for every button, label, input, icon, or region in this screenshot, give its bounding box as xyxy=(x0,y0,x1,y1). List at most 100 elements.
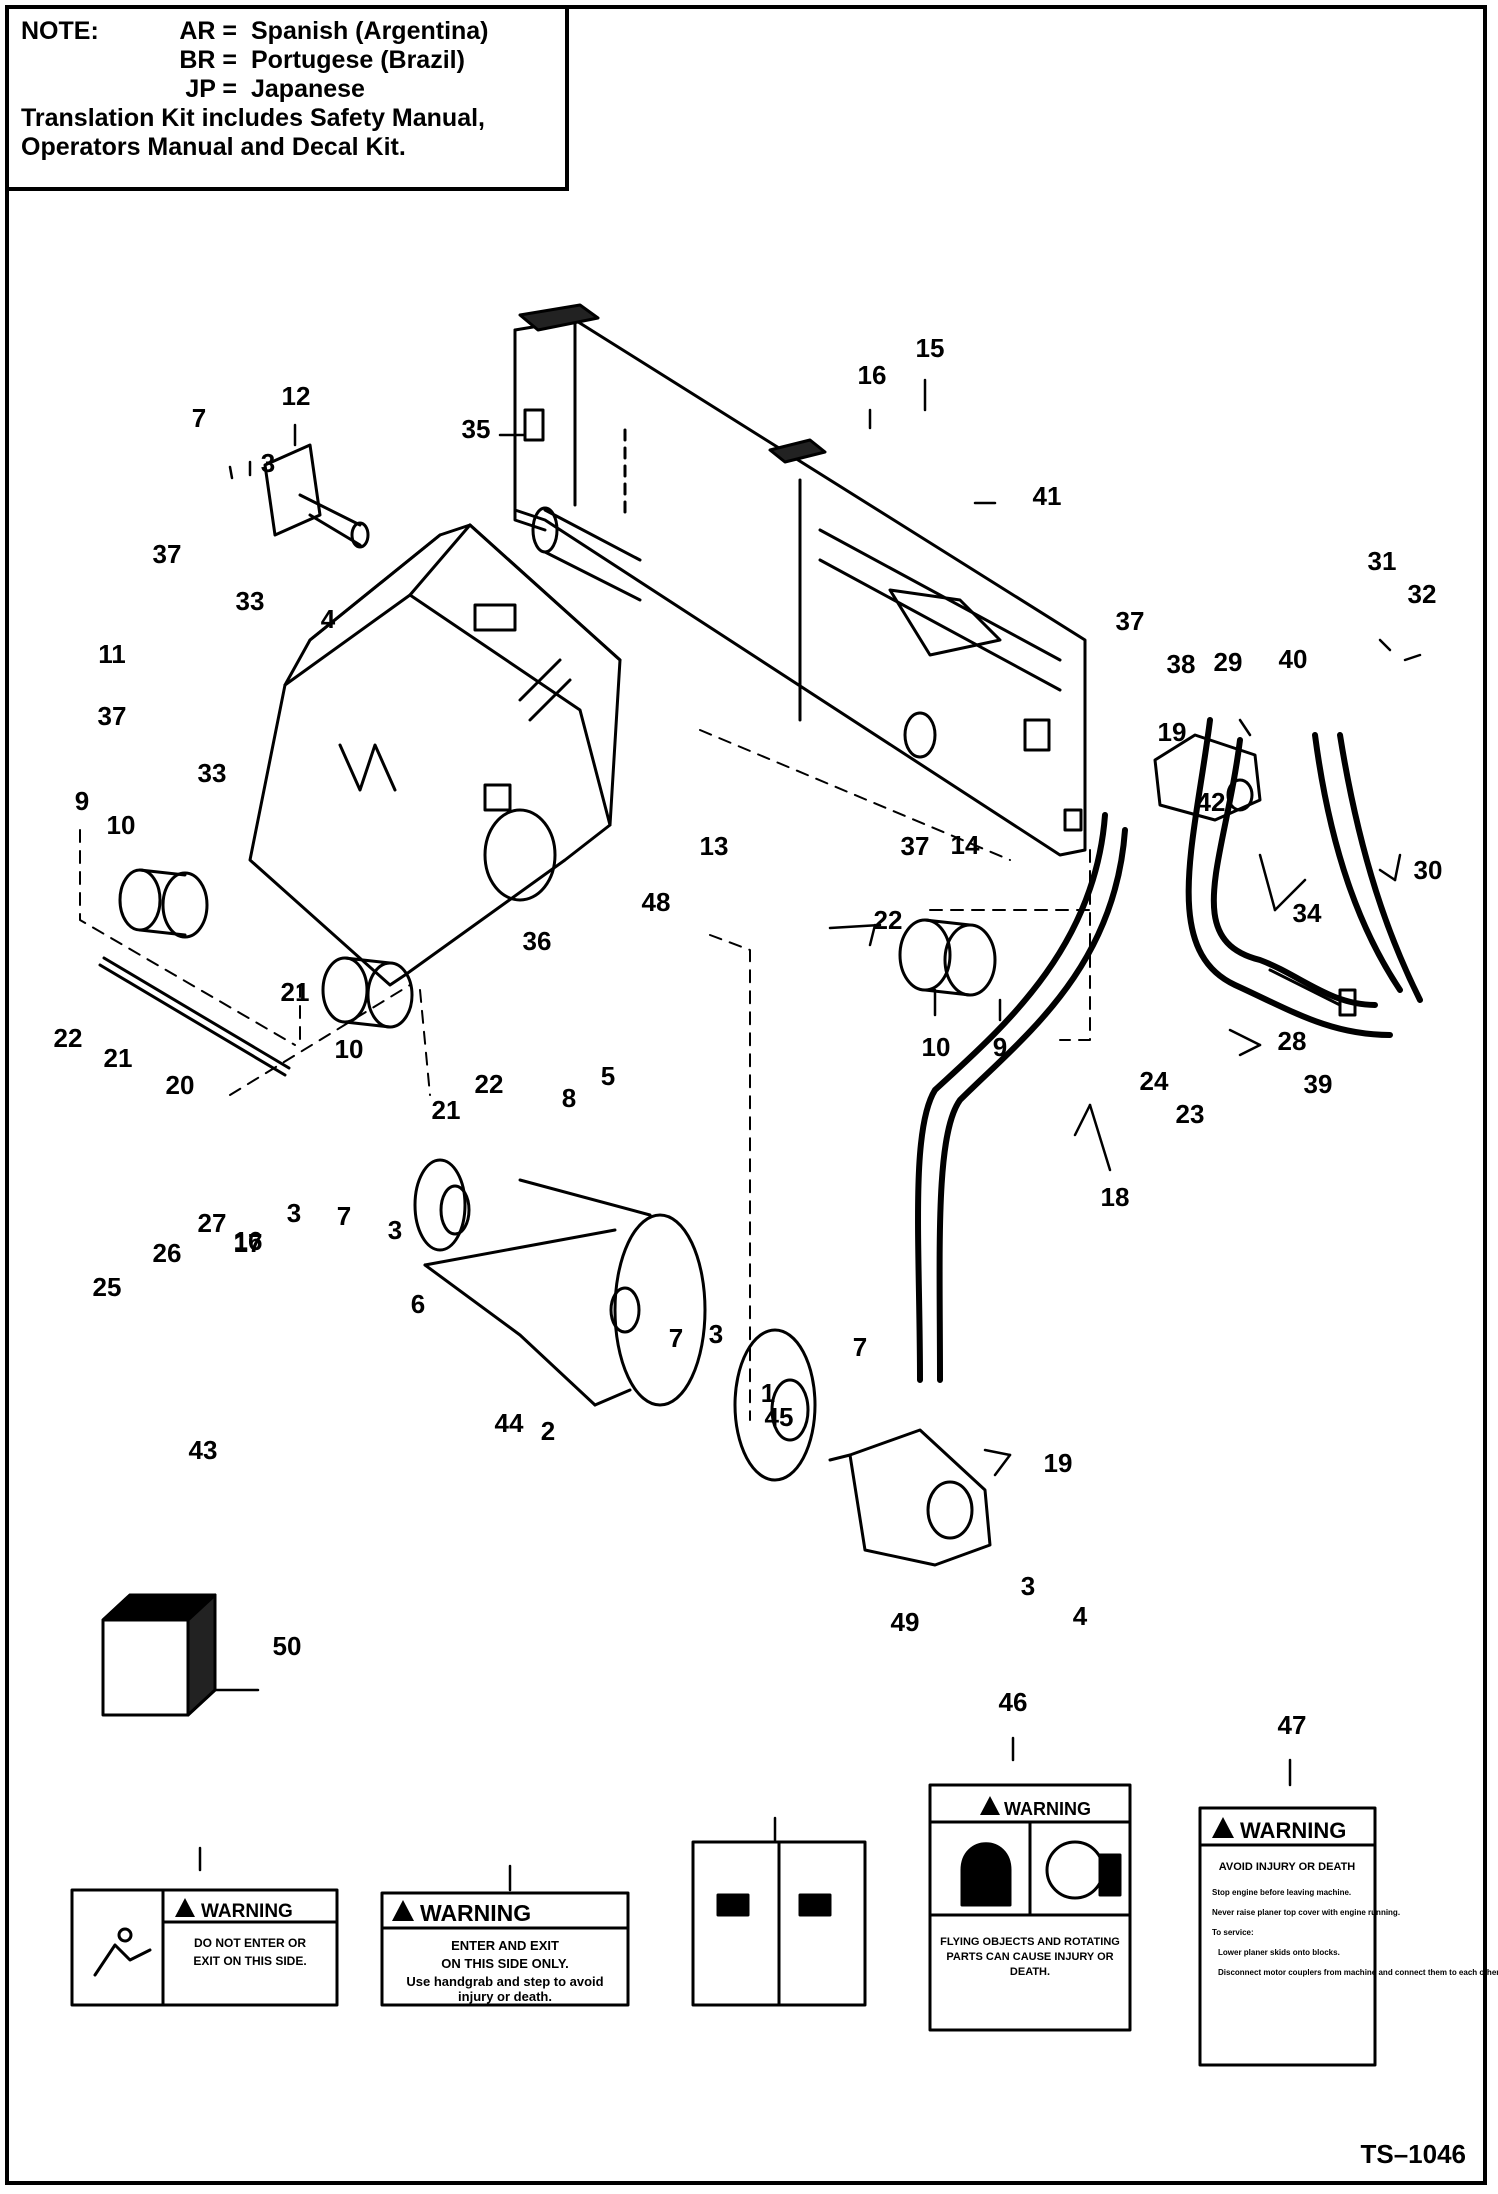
decal-44-line: injury or death. xyxy=(458,1989,552,2004)
callout-number: 26 xyxy=(153,1238,182,1268)
callout-number: 34 xyxy=(1293,898,1322,928)
callout-number: 37 xyxy=(901,831,930,861)
drawing-frame xyxy=(5,5,1487,2185)
callout-number: 19 xyxy=(1044,1448,1073,1478)
callout-number: 3 xyxy=(261,448,275,478)
decal-44-warning: WARNING xyxy=(420,1900,531,1926)
skid-rollers xyxy=(118,868,997,1029)
hydraulic-motor xyxy=(828,1428,992,1567)
note-code: AR = xyxy=(179,17,237,45)
callout-number: 4 xyxy=(321,604,336,634)
hidden-lines xyxy=(79,729,1091,1421)
callout-number: 37 xyxy=(1116,606,1145,636)
callout-number: 3 xyxy=(1021,1571,1035,1601)
note-row-jp: JP =Japanese xyxy=(21,75,553,104)
note-prefix: NOTE: xyxy=(21,17,99,45)
callout-number: 22 xyxy=(475,1069,504,1099)
callout-number: 38 xyxy=(1167,649,1196,679)
note-language: Spanish (Argentina) xyxy=(251,17,489,45)
callout-number: 47 xyxy=(1278,1710,1307,1740)
decal-46-warning: WARNING xyxy=(1004,1799,1091,1819)
callout-number: 48 xyxy=(642,887,671,917)
callout-number: 18 xyxy=(1101,1182,1130,1212)
valve-block xyxy=(1153,733,1262,822)
callout-number: 25 xyxy=(93,1272,122,1302)
callout-number: 31 xyxy=(1368,546,1397,576)
callout-number: 37 xyxy=(98,701,127,731)
callout-number: 23 xyxy=(1176,1099,1205,1129)
callout-number: 3 xyxy=(709,1319,723,1349)
callout-number: 1 xyxy=(761,1378,775,1408)
mounting-frame xyxy=(513,303,1087,857)
decal-46 xyxy=(928,1783,1132,2032)
hydraulic-hoses xyxy=(915,717,1423,1383)
note-kit-line: Operators Manual and Decal Kit. xyxy=(21,133,406,161)
decal-44-line: Use handgrab and step to avoid xyxy=(406,1974,603,1989)
decal-44-line: ENTER AND EXIT xyxy=(451,1938,559,1953)
decal-47-warning: WARNING xyxy=(1240,1818,1346,1843)
decal-46-line: FLYING OBJECTS AND ROTATING xyxy=(940,1936,1120,1948)
callout-number: 14 xyxy=(951,830,980,860)
bolt xyxy=(1268,968,1342,1007)
bearing-hub xyxy=(413,1158,467,1252)
note-row-ar: NOTE: AR = Spanish (Argentina) xyxy=(21,17,553,46)
callout-number: 16 xyxy=(858,360,887,390)
drive-hub xyxy=(733,1328,817,1482)
decal-47-step: Disconnect motor couplers from machine a… xyxy=(1218,1968,1498,1977)
callout-number: 30 xyxy=(1414,855,1443,885)
translation-note: NOTE: AR = Spanish (Argentina) BR = Portuge… xyxy=(9,9,569,191)
decal-47-bullet: To service: xyxy=(1212,1928,1254,1937)
callout-number: 49 xyxy=(891,1607,920,1637)
callout-number: 29 xyxy=(1214,647,1243,677)
callout-number: 10 xyxy=(107,810,136,840)
callout-number: 50 xyxy=(273,1631,302,1661)
note-kit-line: Translation Kit includes Safety Manual, xyxy=(21,104,485,132)
note-code: JP = xyxy=(185,75,237,103)
callout-number: 7 xyxy=(337,1201,351,1231)
callout-number: 7 xyxy=(192,403,206,433)
callout-number: 35 xyxy=(462,414,491,444)
decal-44 xyxy=(380,1891,630,2007)
callout-number: 8 xyxy=(562,1083,576,1113)
callout-number: 13 xyxy=(700,831,729,861)
callout-number: 15 xyxy=(916,333,945,363)
callout-number: 9 xyxy=(993,1032,1007,1062)
callout-number: 43 xyxy=(189,1435,218,1465)
roller-shaft xyxy=(98,963,287,1077)
callout-number: 32 xyxy=(1408,579,1437,609)
callout-number: 7 xyxy=(853,1332,867,1362)
callout-number: 17 xyxy=(234,1228,263,1258)
decal-47-bullet: Stop engine before leaving machine. xyxy=(1212,1888,1351,1897)
callout-number: 5 xyxy=(601,1061,615,1091)
drawing-id: TS–1046 xyxy=(1360,2139,1466,2169)
note-code: BR = xyxy=(179,46,237,74)
decal-43-warning: WARNING xyxy=(201,1901,293,1922)
callout-number: 11 xyxy=(98,639,126,669)
callout-number: 2 xyxy=(541,1416,555,1446)
callout-number: 40 xyxy=(1279,644,1308,674)
callout-number: 3 xyxy=(287,1198,301,1228)
callout-number: 46 xyxy=(999,1687,1028,1717)
callout-number: 16 xyxy=(234,1226,263,1256)
note-language: Portugese (Brazil) xyxy=(251,46,465,74)
callout-number: 24 xyxy=(1140,1066,1169,1096)
cutter-drum xyxy=(423,1178,707,1407)
callout-number: 44 xyxy=(495,1408,524,1438)
note-row-br: BR = Portugese (Brazil) xyxy=(21,46,553,75)
callout-number: 45 xyxy=(765,1402,794,1432)
callout-number: 33 xyxy=(236,586,265,616)
callout-number: 9 xyxy=(75,786,89,816)
decal-43-line: EXIT ON THIS SIDE. xyxy=(193,1954,306,1968)
callout-number: 22 xyxy=(874,905,903,935)
decal-45 xyxy=(691,1840,867,2007)
callout-number: 10 xyxy=(922,1032,951,1062)
callout-number: 6 xyxy=(411,1289,425,1319)
translation-kit-box xyxy=(101,1593,217,1717)
decal-47-heading: AVOID INJURY OR DEATH xyxy=(1219,1861,1356,1873)
callout-number: 39 xyxy=(1304,1069,1333,1099)
callout-number: 4 xyxy=(1073,1601,1088,1631)
callout-number: 22 xyxy=(54,1023,83,1053)
decal-46-line: PARTS CAN CAUSE INJURY OR xyxy=(946,1951,1113,1963)
